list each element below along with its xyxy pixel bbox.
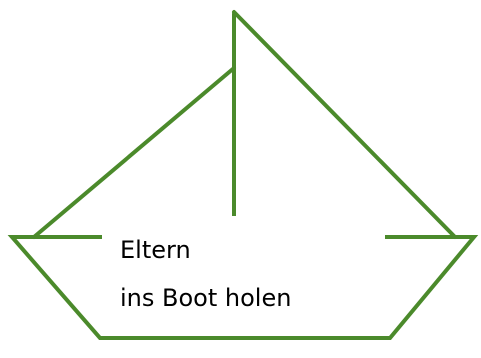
right-sail-outline	[232, 10, 457, 239]
label-line-1: Eltern	[120, 236, 191, 264]
label-line-2: ins Boot holen	[120, 284, 292, 312]
left-sail-outline	[32, 66, 236, 239]
boat-label-box: Eltern ins Boot holen	[102, 216, 385, 320]
